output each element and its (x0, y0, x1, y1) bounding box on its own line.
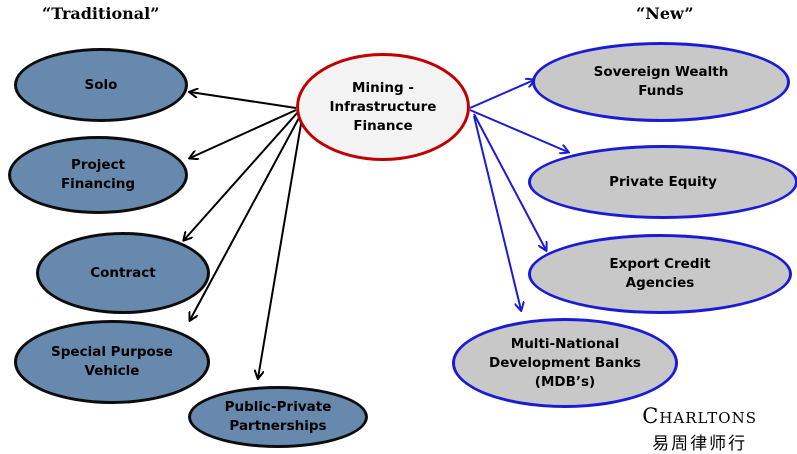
arrow-to-solo (190, 92, 297, 109)
node-swf: Sovereign Wealth Funds (532, 42, 790, 122)
center-node-label: Mining - Infrastructure Finance (329, 79, 437, 134)
node-ppp-label: Public-Private Partnerships (224, 399, 332, 434)
arrow-to-contract (184, 111, 299, 240)
node-spv-label: Special Purpose Vehicle (51, 344, 173, 379)
node-eca: Export Credit Agencies (528, 234, 792, 314)
arrow-to-swf (469, 80, 534, 109)
arrow-to-mdb (473, 115, 521, 310)
brand-chinese-name: 易周律师行 (652, 434, 748, 454)
node-mdb-label: Multi-National Development Banks (MDB’s) (489, 335, 641, 390)
traditional-header: “Traditional” (42, 4, 160, 23)
center-node: Mining - Infrastructure Finance (296, 53, 470, 161)
node-mdb: Multi-National Development Banks (MDB’s) (452, 318, 678, 408)
node-project-financing-label: Project Financing (60, 157, 136, 192)
node-pe-label: Private Equity (609, 173, 717, 190)
new-header: “New” (636, 4, 694, 23)
node-project-financing: Project Financing (8, 136, 188, 214)
node-pe: Private Equity (528, 145, 797, 219)
brand-name: Charltons (642, 404, 757, 428)
node-eca-label: Export Credit Agencies (609, 256, 711, 291)
node-contract: Contract (36, 232, 210, 314)
arrow-to-pe (469, 109, 568, 152)
node-swf-label: Sovereign Wealth Funds (593, 64, 729, 99)
arrow-to-spv (190, 115, 301, 320)
charltons-logo: Charltons 易周律师行 (642, 404, 757, 454)
arrow-to-project-financing (190, 109, 297, 158)
node-solo-label: Solo (84, 76, 118, 93)
arrow-to-ppp (258, 117, 303, 378)
arrow-to-eca (473, 113, 546, 250)
node-spv: Special Purpose Vehicle (14, 320, 210, 404)
node-solo: Solo (14, 48, 188, 122)
node-contract-label: Contract (90, 264, 156, 281)
node-ppp: Public-Private Partnerships (188, 386, 368, 448)
